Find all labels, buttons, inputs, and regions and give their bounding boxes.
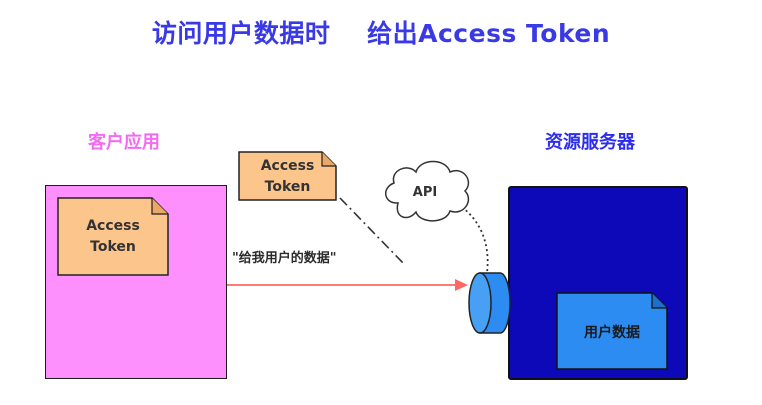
client-token-text: Access Token (58, 216, 168, 258)
api-cloud-icon (385, 160, 470, 222)
floating-token-line1: Access (260, 158, 315, 174)
api-connector-icon (468, 272, 511, 334)
request-message-label: "给我用户的数据" (232, 251, 337, 266)
floating-token-line2: Token (264, 179, 311, 195)
floating-access-token-doc (238, 151, 337, 201)
client-access-token-doc (57, 197, 169, 276)
client-app-label: 客户应用 (88, 132, 160, 153)
resource-server-label: 资源服务器 (545, 132, 635, 153)
user-data-label: 用户数据 (584, 325, 640, 341)
token-attach-line (339, 197, 405, 265)
floating-token-text: Access Token (239, 156, 336, 198)
client-token-line2: Token (90, 239, 136, 255)
api-dotted-line (457, 203, 489, 274)
client-token-line1: Access (86, 218, 140, 234)
diagram-title: 访问用户数据时 给出Access Token (151, 19, 611, 48)
user-data-doc (556, 292, 668, 370)
request-arrowhead (455, 279, 468, 291)
api-label: API (413, 185, 437, 200)
